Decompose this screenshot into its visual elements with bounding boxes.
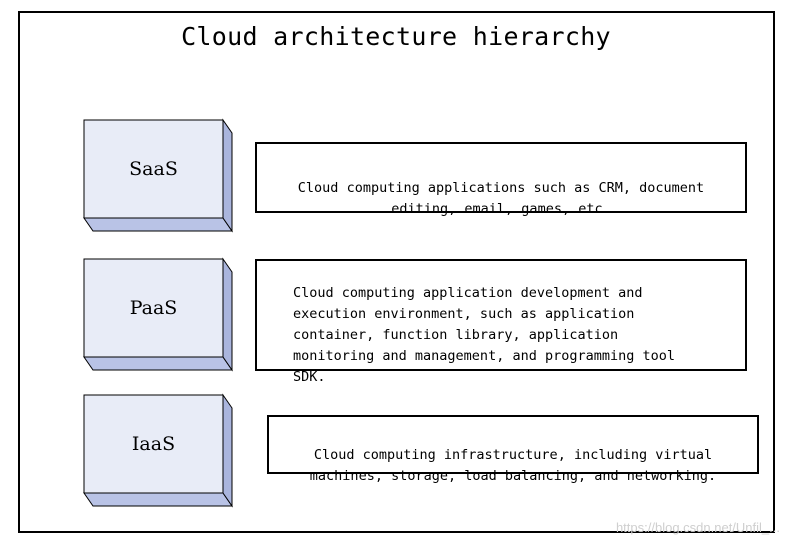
layer-description-text: Cloud computing application development …: [293, 285, 676, 385]
layer-description-saas: Cloud computing applications such as CRM…: [255, 142, 747, 217]
layer-block-shape: [83, 118, 233, 233]
layer-block-saas: SaaS: [83, 118, 233, 233]
layer-description-text: Cloud computing applications such as CRM…: [297, 180, 705, 217]
watermark: https://blog.csdn.net/Unfil_...: [615, 520, 780, 535]
layer-block-paas: PaaS: [83, 257, 233, 372]
layer-block-shape: [83, 393, 233, 508]
diagram-title: Cloud architecture hierarchy: [181, 22, 611, 51]
layer-label-saas: SaaS: [129, 158, 178, 180]
layer-block-shape: [83, 257, 233, 372]
layer-description-text: Cloud computing infrastructure, includin…: [309, 447, 717, 484]
layer-block-iaas: IaaS: [83, 393, 233, 508]
layer-description-paas: Cloud computing application development …: [255, 259, 747, 385]
layer-label-iaas: IaaS: [131, 433, 176, 455]
layer-label-paas: PaaS: [129, 297, 178, 319]
layer-description-iaas: Cloud computing infrastructure, includin…: [267, 415, 759, 484]
